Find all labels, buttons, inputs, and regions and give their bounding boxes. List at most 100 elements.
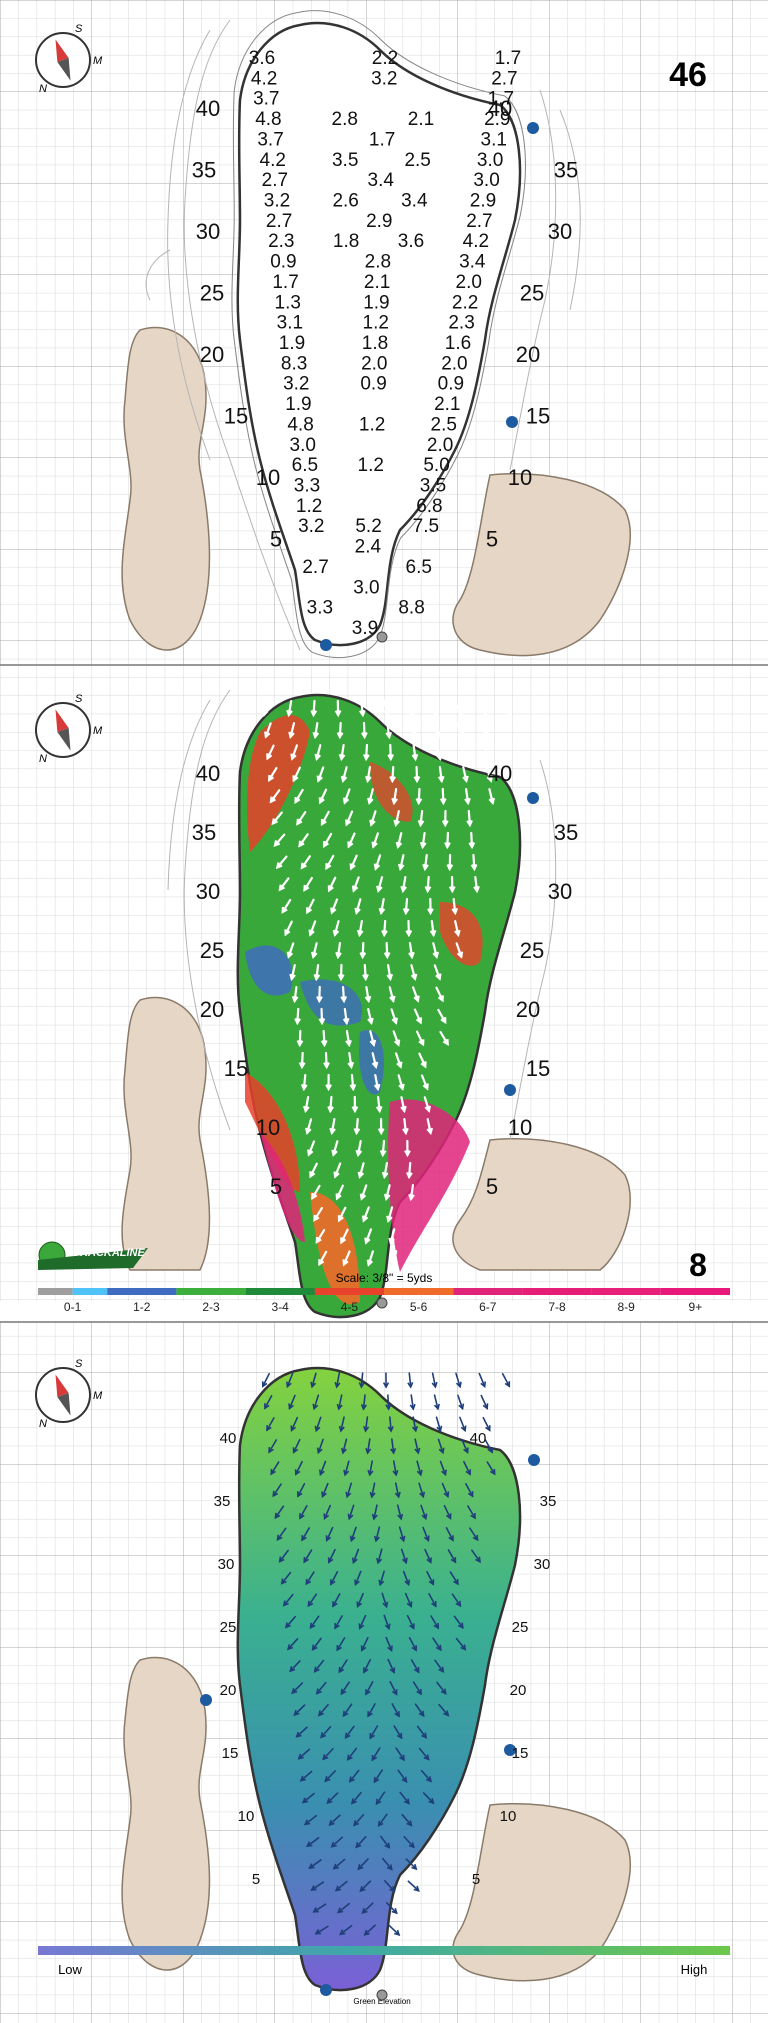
slope-arrow-head (355, 1149, 363, 1158)
slope-arrow (387, 1658, 395, 1674)
slope-arrow (330, 898, 339, 914)
slope-arrow-head (445, 1513, 452, 1520)
slope-arrow (377, 1548, 383, 1564)
slope-arrow-head (391, 1907, 398, 1915)
slope-arrow (287, 699, 293, 717)
slope-arrow-head (316, 775, 323, 783)
slope-value: 2.1 (364, 272, 390, 293)
slope-arrow-head (272, 1490, 279, 1498)
slope-arrow-head (391, 1017, 398, 1025)
slope-arrow-head (353, 1127, 361, 1136)
slope-arrow-head (407, 709, 415, 717)
slope-arrow-head (394, 1711, 400, 1718)
slope-arrow (335, 1880, 348, 1892)
slope-value: 2.9 (366, 211, 392, 232)
slope-arrow-head (473, 885, 480, 894)
slope-arrow-head (436, 1425, 443, 1433)
slope-arrow (392, 1460, 397, 1476)
slope-arrow (329, 1095, 333, 1113)
slope-arrow (336, 1637, 346, 1651)
slope-arrow-head (350, 1798, 357, 1805)
slope-arrow (385, 941, 389, 959)
slope-arrow-head (330, 1579, 336, 1586)
slope-value: 4.8 (287, 414, 313, 435)
bunker-right (452, 1138, 631, 1271)
slope-arrow (341, 985, 346, 1003)
slope-arrow (387, 1394, 390, 1410)
slope-arrow (333, 1858, 346, 1870)
slope-arrow (298, 1748, 311, 1760)
slope-arrow (402, 1570, 410, 1586)
slope-arrow-head (338, 1425, 345, 1433)
slope-arrow (338, 1394, 343, 1410)
slope-arrow (423, 1096, 431, 1112)
slope-arrow (313, 1903, 327, 1913)
slope-arrow (331, 1836, 344, 1848)
slope-arrow-head (364, 995, 372, 1004)
slope-arrow (278, 1549, 289, 1563)
slope-arrow-head (378, 1579, 385, 1587)
slope-arrow-head (361, 732, 368, 740)
slope-arrow-head (428, 1798, 435, 1805)
slope-arrow-head (336, 1644, 342, 1652)
slope-arrow (314, 721, 319, 739)
slope-arrow-head (303, 1105, 310, 1114)
slope-arrow (290, 1416, 299, 1432)
slope-arrow (311, 1372, 317, 1388)
slope-arrow-head (325, 863, 332, 871)
slope-arrow-head (274, 1512, 281, 1520)
slope-arrow (301, 1527, 311, 1541)
slope-arrow (431, 1372, 437, 1388)
slope-arrow-head (318, 797, 325, 805)
slope-arrow (454, 920, 460, 936)
slope-arrow (377, 1813, 388, 1827)
slope-arrow-head (318, 1469, 325, 1477)
pin-marker (527, 792, 539, 804)
distance-label: 15 (526, 1056, 550, 1081)
slope-arrow-head (340, 995, 348, 1004)
slope-arrow (418, 1747, 430, 1761)
slope-arrow (309, 920, 317, 936)
distance-label: 25 (512, 1619, 529, 1636)
slope-arrow-head (340, 1688, 347, 1696)
slope-arrow-head (332, 929, 340, 937)
slope-arrow (365, 1681, 374, 1695)
slope-arrow (327, 876, 337, 892)
slope-value: 2.7 (491, 68, 517, 89)
slope-arrow-head (383, 1193, 391, 1202)
slope-value: 0.9 (438, 374, 464, 395)
slope-arrow-head (327, 1557, 334, 1564)
slope-arrow (363, 1658, 372, 1674)
slope-arrow (406, 1614, 415, 1630)
slope-arrow-head (462, 775, 469, 784)
slope-arrow-head (422, 1083, 429, 1091)
slope-arrow (313, 1394, 320, 1410)
slope-arrow-head (422, 863, 429, 872)
slope-arrow-head (371, 841, 378, 849)
slope-arrow (482, 744, 491, 760)
slope-arrow (297, 1483, 306, 1497)
slope-arrow (385, 1184, 391, 1200)
slope-arrow-head (357, 1171, 365, 1179)
slope-arrow (371, 1482, 376, 1498)
distance-label: 5 (486, 527, 498, 552)
slope-arrow (416, 1460, 422, 1476)
slope-arrow-head (312, 731, 320, 740)
slope-arrow (467, 1505, 476, 1519)
slope-arrow (375, 1791, 386, 1805)
slope-arrow-head (349, 1535, 356, 1543)
slope-arrow-head (460, 1425, 467, 1433)
slope-arrow-head (411, 753, 419, 762)
slope-arrow (455, 1372, 461, 1388)
slope-arrow (318, 1250, 328, 1266)
slope-value: 1.9 (285, 394, 311, 415)
slope-arrow-head (418, 1710, 425, 1718)
slope-arrow-head (414, 1447, 421, 1455)
slope-arrow (388, 1924, 400, 1936)
legend-swatch (245, 1288, 315, 1295)
slope-arrow (387, 1206, 394, 1222)
distance-label: 20 (516, 342, 540, 367)
slope-value: 3.2 (298, 516, 324, 537)
